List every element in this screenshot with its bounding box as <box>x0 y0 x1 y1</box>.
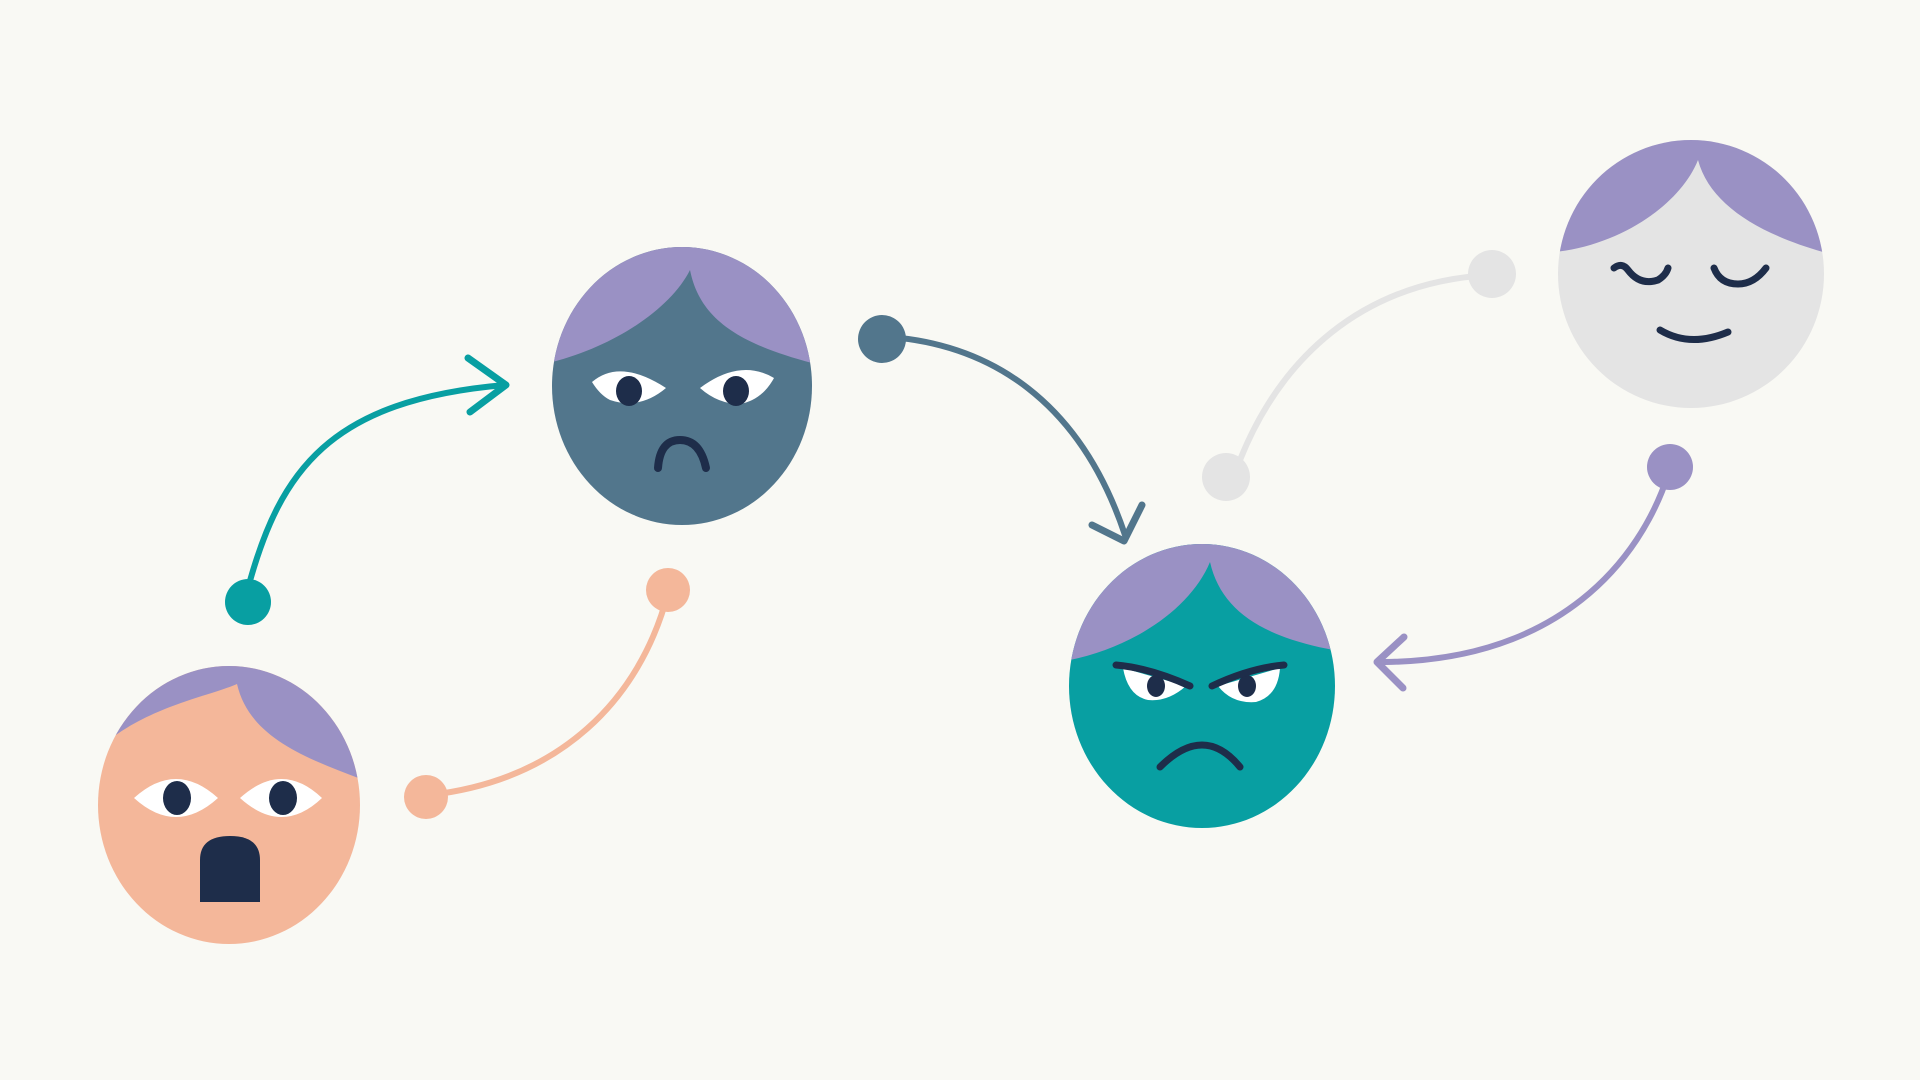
pupil-right <box>1238 675 1256 697</box>
scared-face <box>98 666 360 944</box>
connector-scared-sad-loop <box>404 568 690 819</box>
pupil-left <box>616 376 642 406</box>
angry-face <box>1069 544 1335 828</box>
hair <box>98 666 360 786</box>
connector-end-dot <box>1468 250 1516 298</box>
mouth-frown <box>654 435 710 472</box>
pupil-right <box>723 376 749 406</box>
sad-face <box>552 247 812 525</box>
mouth-open <box>200 836 260 902</box>
connector-calm-faded <box>1202 250 1516 501</box>
eye-closed-left <box>1610 261 1672 286</box>
mouth-frown <box>1156 741 1244 771</box>
arrow-calm-to-angry <box>1373 444 1693 692</box>
pupil-left <box>1147 675 1165 697</box>
eye-closed-right <box>1710 264 1770 288</box>
pupil-left <box>163 781 191 815</box>
arrow-sad-to-angry <box>858 315 1146 545</box>
brow-right <box>1208 661 1288 690</box>
connector-end-dot <box>646 568 690 612</box>
arrow-tail-dot <box>225 579 271 625</box>
connector-end-dot <box>1202 453 1250 501</box>
mouth-smile <box>1656 326 1732 344</box>
arrow-tail-dot <box>1647 444 1693 490</box>
arrow-tail-dot <box>858 315 906 363</box>
hair <box>1558 140 1824 254</box>
arrow-scared-to-sad <box>225 354 510 625</box>
brow-left <box>1112 661 1194 690</box>
pupil-right <box>269 781 297 815</box>
calm-face <box>1558 140 1824 408</box>
connector-end-dot <box>404 775 448 819</box>
